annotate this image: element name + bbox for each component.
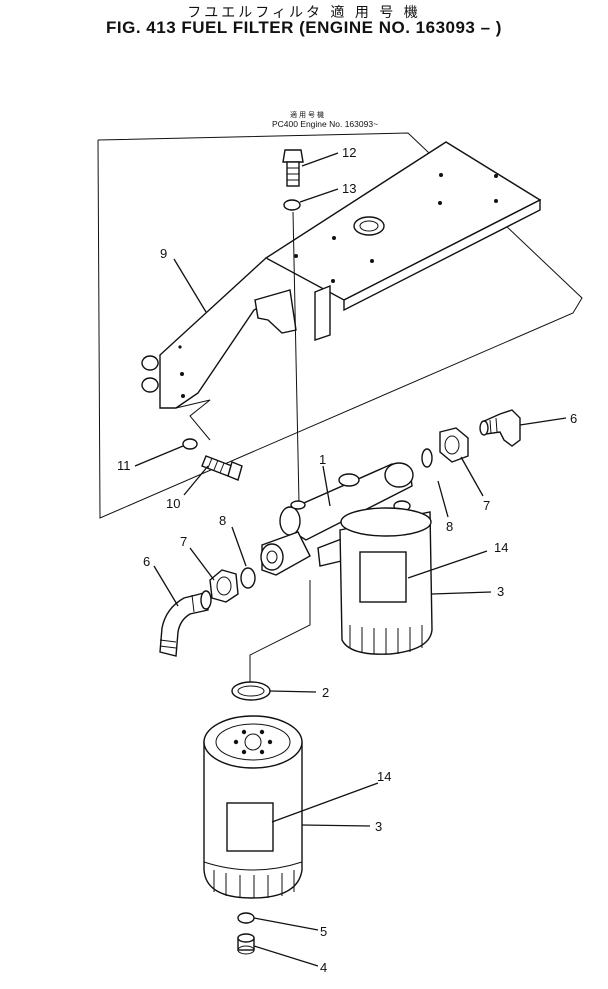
elbow-part-6-right <box>479 409 521 447</box>
gasket-part-2 <box>231 681 271 701</box>
leader-lines <box>134 152 567 967</box>
label-part-13: 13 <box>342 181 356 196</box>
label-part-7-left: 7 <box>180 534 187 549</box>
label-part-12: 12 <box>342 145 356 160</box>
label-part-9: 9 <box>160 246 167 261</box>
label-part-3-lower: 3 <box>375 819 382 834</box>
alignment-line-filter <box>249 580 311 682</box>
o-ring-part-8-left <box>240 567 256 589</box>
label-part-1: 1 <box>319 452 326 467</box>
assembly-boundary-line <box>97 132 583 519</box>
drain-plug-part-4 <box>237 933 255 955</box>
figure-title: FIG. 413 FUEL FILTER (ENGINE NO. 163093 … <box>106 18 502 37</box>
label-part-6-left: 6 <box>143 554 150 569</box>
nut-part-7-right <box>439 427 469 463</box>
label-part-8-left: 8 <box>219 513 226 528</box>
applicability-note: PC400 Engine No. 163093~ <box>272 119 378 129</box>
washer-part-13 <box>283 199 301 211</box>
label-part-4: 4 <box>320 960 327 975</box>
filter-element-spare-part-3 <box>203 715 303 899</box>
elbow-part-6-left <box>159 590 212 657</box>
label-part-7-right: 7 <box>483 498 490 513</box>
header-japanese: フユエルフィルタ 適 用 号 機 <box>187 5 421 21</box>
label-part-2: 2 <box>322 685 329 700</box>
nut-part-7-left <box>209 569 239 603</box>
washer-part-11 <box>182 438 198 450</box>
washer-part-5 <box>237 912 255 924</box>
applicability-japanese: 適用号機 <box>290 110 326 119</box>
label-part-11: 11 <box>117 458 131 473</box>
bolt-part-10 <box>201 455 243 481</box>
alignment-line <box>292 211 300 504</box>
label-part-8-right: 8 <box>446 519 453 534</box>
label-part-5: 5 <box>320 924 327 939</box>
o-ring-part-8-right <box>421 448 433 468</box>
label-part-3-upper: 3 <box>497 584 504 599</box>
label-part-14-upper: 14 <box>494 540 508 555</box>
label-part-14-lower: 14 <box>377 769 391 784</box>
label-part-6-right: 6 <box>570 411 577 426</box>
label-part-10: 10 <box>166 496 180 511</box>
bracket-part-9 <box>141 141 542 441</box>
filter-element-installed-part-3 <box>339 507 433 655</box>
bolt-part-12 <box>282 149 304 187</box>
